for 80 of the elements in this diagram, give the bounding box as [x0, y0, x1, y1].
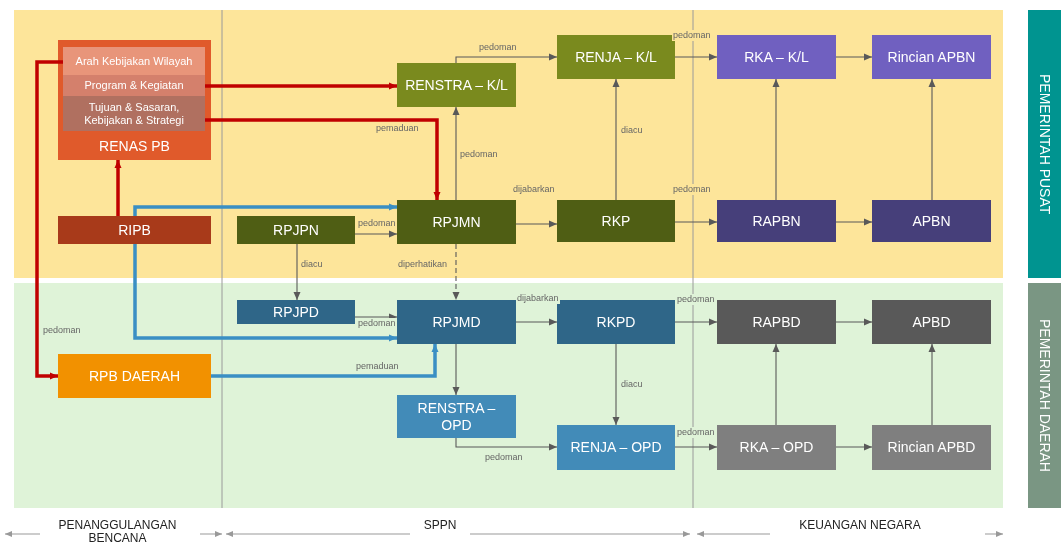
process-box: RPJMN — [397, 200, 516, 244]
arrow — [928, 78, 936, 201]
process-box: RPJPD — [237, 300, 355, 324]
process-box: Rincian APBD — [872, 425, 991, 470]
edge-label: pedoman — [672, 30, 712, 41]
edge-label: pemaduan — [355, 361, 400, 372]
arrow — [515, 318, 558, 326]
arrow — [452, 106, 460, 201]
edge-label: dijabarkan — [512, 184, 556, 195]
process-box: RKA – K/L — [717, 35, 836, 79]
edge-label: pedoman — [478, 42, 518, 53]
arrow — [612, 78, 620, 201]
lane-title: PEMERINTAH DAERAH — [1028, 283, 1061, 508]
arrow — [928, 343, 936, 426]
edge-label: pedoman — [676, 294, 716, 305]
process-box: APBD — [872, 300, 991, 344]
edge-label: pedoman — [357, 218, 397, 229]
process-box: RIPB — [58, 216, 211, 244]
process-box: RENJA – OPD — [557, 425, 675, 470]
arrow — [835, 53, 873, 61]
edge-label: diacu — [620, 379, 644, 390]
swimlane-band — [14, 10, 1061, 278]
arrow — [354, 230, 398, 238]
arrow — [211, 344, 439, 378]
swimlane-band — [14, 283, 1061, 508]
process-box: APBN — [872, 200, 991, 242]
edge-label: pedoman — [672, 184, 712, 195]
process-box: RENSTRA – K/L — [397, 63, 516, 107]
process-box: RKPD — [557, 300, 675, 344]
edge-label: pedoman — [42, 325, 82, 336]
process-box: Tujuan & Sasaran, Kebijakan & Strategi — [63, 96, 205, 131]
column-label: PENANGGULANGAN BENCANA — [57, 519, 178, 545]
arrow — [455, 437, 558, 451]
edge-label: diperhatikan — [397, 259, 449, 270]
arrow — [674, 443, 718, 451]
process-box: RPJPN — [237, 216, 355, 244]
arrow — [515, 220, 558, 228]
edge-label: pedoman — [676, 427, 716, 438]
arrow — [133, 244, 397, 342]
edge-label: diacu — [300, 259, 324, 270]
process-box: Rincian APBN — [872, 35, 991, 79]
edge-label: diacu — [620, 125, 644, 136]
process-box: RPJMD — [397, 300, 516, 344]
arrow — [35, 60, 63, 380]
column-label: SPPN — [422, 519, 458, 532]
edge-label: pedoman — [484, 452, 524, 463]
process-box: Program & Kegiatan — [63, 75, 205, 96]
arrow — [772, 343, 780, 426]
arrow — [205, 118, 441, 200]
arrow — [452, 343, 460, 396]
arrow — [455, 53, 558, 64]
arrow — [133, 203, 397, 216]
arrow — [205, 82, 397, 90]
arrow — [674, 318, 718, 326]
group-title: RENAS PB — [98, 138, 171, 154]
process-box: Arah Kebijakan Wilayah — [63, 47, 205, 75]
column-label: KEUANGAN NEGARA — [798, 519, 922, 532]
process-box: RKP — [557, 200, 675, 242]
arrow — [114, 160, 122, 216]
group-box — [58, 40, 211, 160]
arrow — [612, 343, 620, 426]
edge-label: pedoman — [357, 318, 397, 329]
arrow — [835, 443, 873, 451]
process-box: RKA – OPD — [717, 425, 836, 470]
process-box: RAPBN — [717, 200, 836, 242]
arrow — [354, 313, 398, 321]
lane-title: PEMERINTAH PUSAT — [1028, 10, 1061, 278]
edge-label: pemaduan — [375, 123, 420, 134]
arrow — [835, 218, 873, 226]
arrow — [835, 318, 873, 326]
process-box: RENSTRA – OPD — [397, 395, 516, 438]
arrow — [293, 243, 301, 301]
arrow — [772, 78, 780, 201]
dashed-arrow — [452, 243, 460, 301]
arrow — [674, 53, 718, 61]
edge-label: pedoman — [459, 149, 499, 160]
process-box: RAPBD — [717, 300, 836, 344]
process-box: RPB DAERAH — [58, 354, 211, 398]
arrow — [674, 218, 718, 226]
edge-label: dijabarkan — [516, 293, 560, 304]
